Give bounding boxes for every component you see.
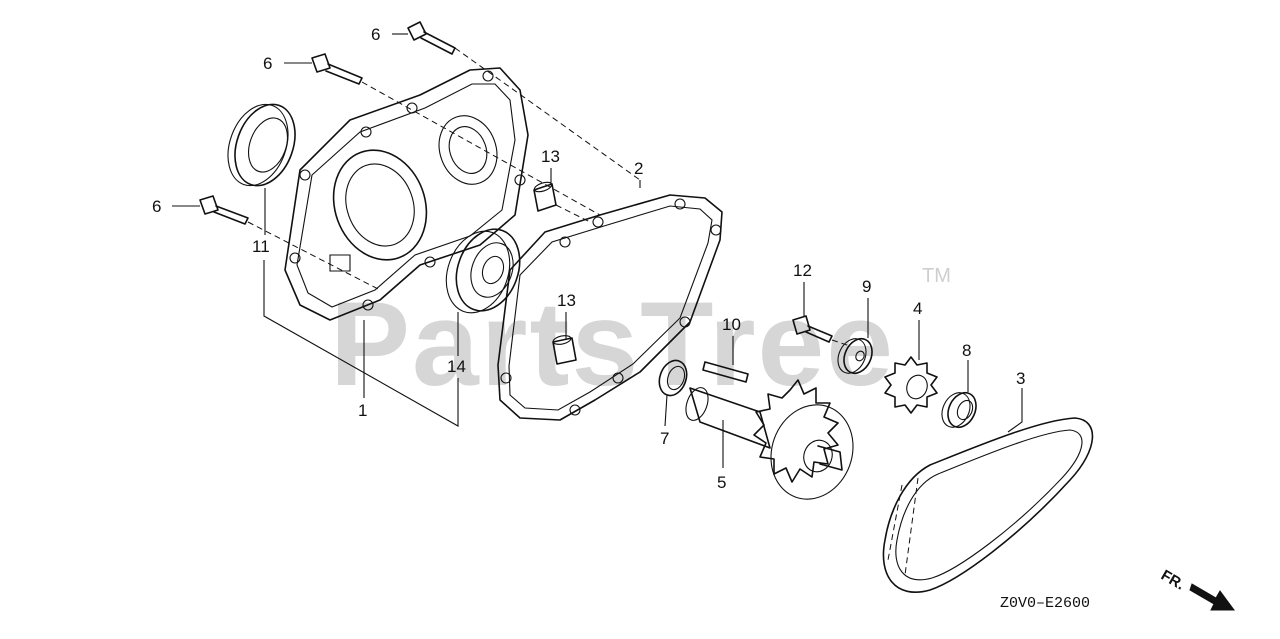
dowel-pin-part-13-upper (533, 181, 557, 212)
callout-8: 8 (962, 341, 971, 360)
callout-6-top: 6 (371, 25, 380, 44)
ball-bearing-part-14 (445, 228, 521, 314)
oil-seal-part-11 (227, 103, 296, 187)
callout-14: 14 (447, 357, 466, 376)
bolt-part-6-middle (311, 53, 363, 85)
callout-6-middle: 6 (263, 54, 272, 73)
callouts: 6 6 6 11 1 14 13 13 2 7 10 5 12 9 4 8 3 (152, 25, 1025, 492)
bolt-part-6-top (407, 21, 456, 55)
callout-11: 11 (252, 237, 270, 256)
washer-part-7 (658, 359, 688, 397)
bolt-part-12 (792, 315, 833, 343)
small-sprocket-part-4 (884, 356, 938, 414)
gasket-part-2 (497, 194, 723, 421)
callout-9: 9 (862, 277, 871, 296)
callout-1: 1 (358, 401, 367, 420)
leader-lines (172, 33, 1023, 468)
callout-4: 4 (913, 299, 922, 318)
callout-10: 10 (722, 315, 741, 334)
chain-part-3 (882, 417, 1094, 593)
washer-part-8 (941, 391, 977, 429)
diagram-code: Z0V0–E2600 (1000, 595, 1090, 612)
alignment-lines (247, 47, 851, 347)
callout-2: 2 (634, 159, 643, 178)
direction-label: FR. (1158, 567, 1187, 594)
callout-7: 7 (660, 429, 669, 448)
callout-6-left: 6 (152, 197, 161, 216)
washer-part-9 (837, 337, 873, 375)
callout-3: 3 (1016, 369, 1025, 388)
callout-13-upper: 13 (541, 147, 560, 166)
case-cover-part-1 (284, 67, 529, 321)
callout-13-lower: 13 (557, 291, 576, 310)
key-part-10 (702, 361, 749, 383)
direction-arrow-icon (1189, 583, 1235, 611)
callout-5: 5 (717, 473, 726, 492)
watermark-trademark: TM (922, 265, 951, 287)
shaft-sprocket-part-5 (685, 379, 854, 500)
callout-12: 12 (793, 261, 812, 280)
front-direction-indicator: FR. (1158, 567, 1235, 611)
watermark-text: PartsTree (330, 277, 895, 411)
bolt-part-6-left (199, 195, 249, 225)
